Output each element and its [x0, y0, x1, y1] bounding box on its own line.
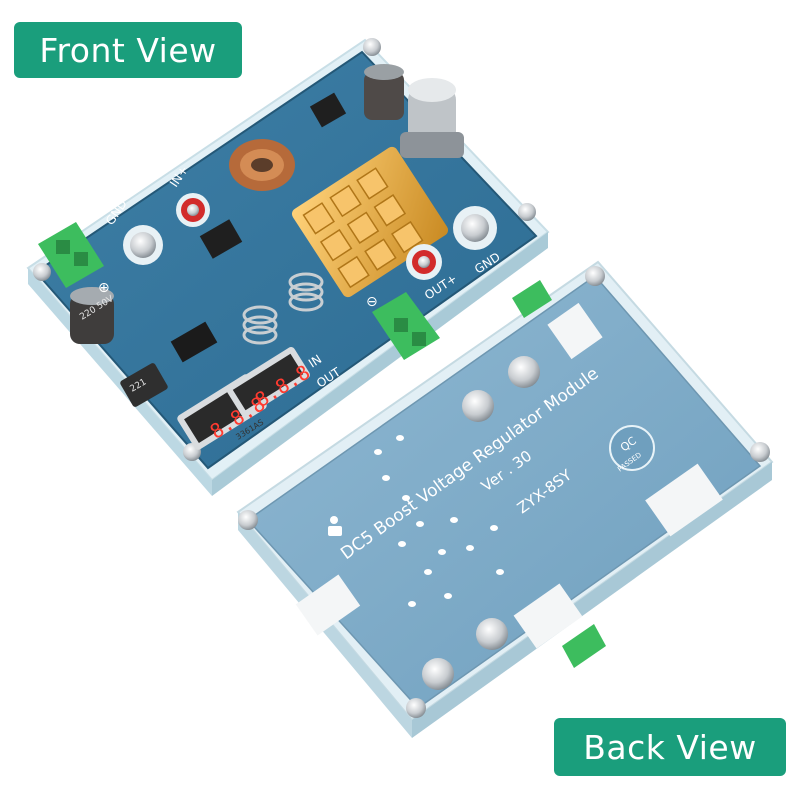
label-minus: ⊖ — [366, 294, 378, 310]
green-terminal-block — [372, 292, 440, 360]
toroid-inductor — [229, 139, 295, 191]
inductor-221 — [120, 363, 168, 407]
green-terminal-block — [512, 280, 552, 318]
connector — [645, 463, 723, 537]
corner-screw-icon — [238, 266, 770, 718]
connector — [547, 302, 603, 360]
connector — [513, 583, 583, 649]
vent-holes — [374, 435, 504, 607]
qc-passed-sticker — [609, 425, 655, 471]
terminal-post-gnd-right — [453, 206, 497, 250]
potentiometer-knob — [400, 78, 464, 158]
green-terminal-block — [562, 624, 606, 668]
terminal-post-gnd-left — [123, 225, 163, 265]
front-board: IN+ GND OUT+ GND IN OUT ⊕ ⊖ 8.8.8 8.8.8 … — [26, 38, 550, 496]
green-terminal-block — [38, 222, 104, 288]
current-display — [226, 347, 310, 417]
back-pcb — [246, 274, 762, 709]
ic-chip — [170, 321, 218, 363]
spring-contact-icon — [242, 272, 324, 345]
label-plus: ⊕ — [98, 280, 110, 296]
back-board: DC5 Boost Voltage Regulator Module Ver .… — [236, 260, 774, 738]
terminal-post-out-plus — [406, 244, 442, 280]
front-view-label: Front View — [14, 22, 242, 78]
hand-icon — [328, 516, 342, 536]
standoff-nut-icon — [422, 356, 540, 690]
electrolytic-capacitor — [70, 287, 114, 344]
terminal-post-in-plus — [176, 193, 210, 227]
connector — [295, 574, 361, 636]
electrolytic-capacitor — [364, 64, 404, 120]
mosfet — [199, 219, 243, 259]
heatsink — [291, 146, 449, 298]
back-view-label: Back View — [554, 718, 786, 776]
mosfet — [309, 92, 347, 128]
